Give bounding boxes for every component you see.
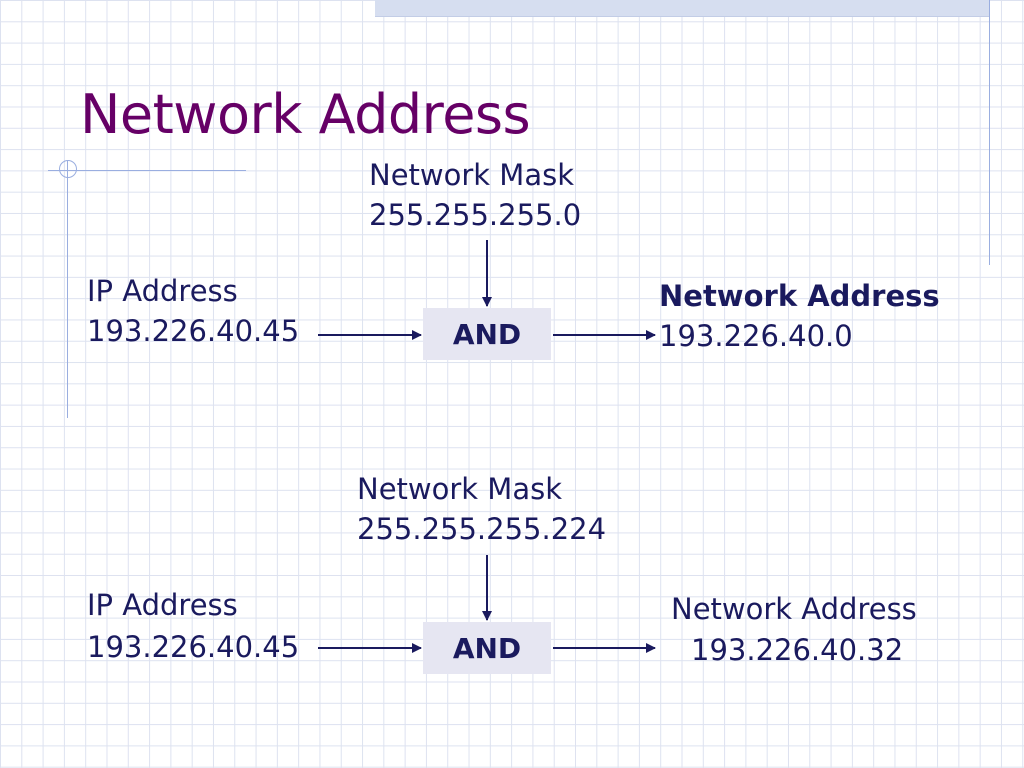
ex2-ip-label: IP Address — [87, 588, 238, 622]
left-vertical-rule — [67, 160, 68, 418]
title-underline-rule — [48, 170, 246, 171]
ex1-result-label: Network Address — [659, 279, 940, 313]
ex1-ip-value: 193.226.40.45 — [87, 314, 300, 348]
ex2-result-value: 193.226.40.32 — [691, 633, 904, 667]
ex2-mask-value: 255.255.255.224 — [357, 512, 607, 546]
ex2-and-box: AND — [423, 622, 551, 674]
slide-title: Network Address — [80, 83, 531, 146]
ex1-ip-label: IP Address — [87, 274, 238, 308]
top-decor-bar — [375, 0, 990, 17]
ex1-mask-value: 255.255.255.0 — [369, 198, 582, 232]
right-vertical-rule — [989, 0, 990, 265]
ex2-mask-label: Network Mask — [357, 472, 562, 506]
ex1-and-box: AND — [423, 308, 551, 360]
ex2-result-label: Network Address — [671, 592, 917, 626]
decor-circle-icon — [59, 160, 77, 178]
ex1-result-value: 193.226.40.0 — [659, 319, 853, 353]
ex2-ip-value: 193.226.40.45 — [87, 630, 300, 664]
ex1-mask-label: Network Mask — [369, 158, 574, 192]
